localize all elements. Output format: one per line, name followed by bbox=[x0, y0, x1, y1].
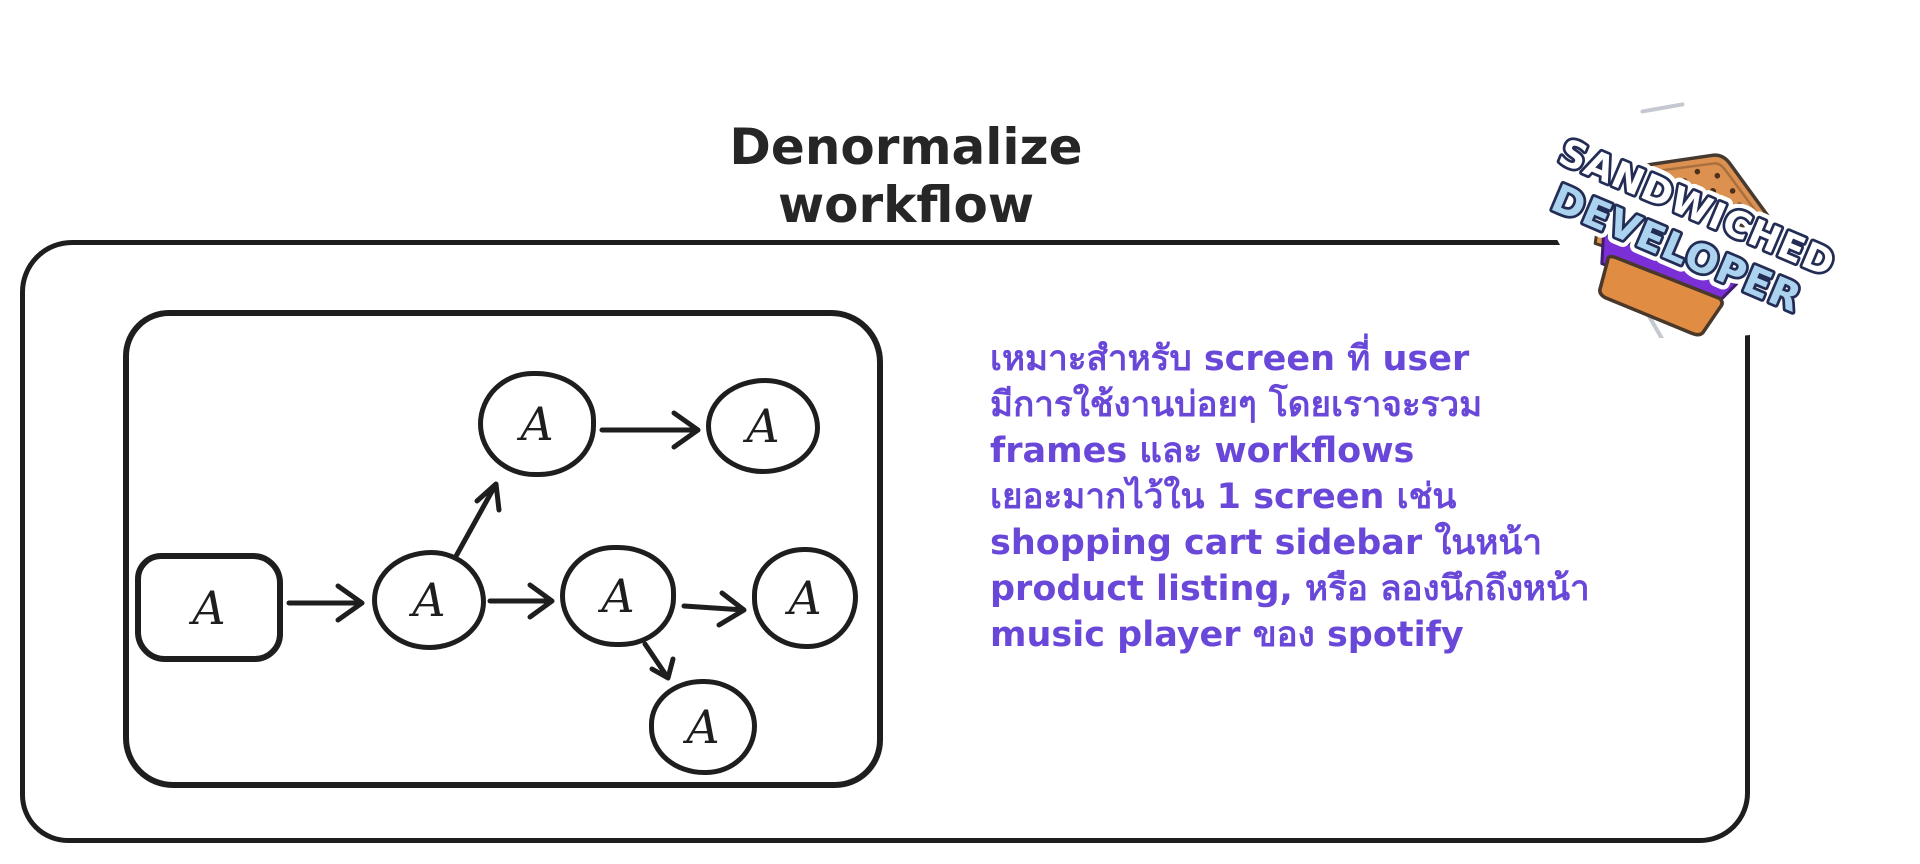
node-start-label: A bbox=[192, 580, 226, 635]
toothpick-icon bbox=[1640, 102, 1786, 338]
node-flow-2-label: A bbox=[601, 569, 635, 623]
node-flow-1: A bbox=[372, 550, 486, 650]
note-line-6: product listing, หรือ ลองนึกถึงหน้า bbox=[990, 569, 1590, 609]
sandwiched-developer-logo: SANDWICHED DEVELOPER SANDWICHED DEVELOPE… bbox=[1545, 102, 1845, 338]
node-start: A bbox=[135, 553, 283, 662]
annotation-note: เหมาะสำหรับ screen ที่ user มีการใช้งานบ… bbox=[990, 336, 1610, 658]
node-flow-3-label: A bbox=[788, 571, 822, 625]
note-line-5: shopping cart sidebar ในหน้า bbox=[990, 523, 1543, 563]
node-branch-top-1: A bbox=[478, 371, 596, 477]
note-line-4: เยอะมากไว้ใน 1 screen เช่น bbox=[990, 477, 1457, 517]
node-branch-bottom: A bbox=[649, 679, 757, 775]
node-flow-1-label: A bbox=[412, 573, 446, 627]
note-line-3: frames และ workflows bbox=[990, 431, 1415, 471]
sandwich-filling-icon bbox=[1593, 211, 1739, 337]
top-bread-icon bbox=[1637, 153, 1775, 234]
node-branch-top-1-label: A bbox=[520, 397, 554, 451]
node-flow-3: A bbox=[752, 547, 858, 649]
node-branch-top-2: A bbox=[706, 378, 820, 474]
node-branch-top-2-label: A bbox=[746, 399, 780, 453]
page-title: Denormalize workflow bbox=[729, 118, 1083, 234]
note-line-2: มีการใช้งานบ่อยๆ โดยเราจะรวม bbox=[990, 385, 1483, 425]
node-branch-bottom-label: A bbox=[686, 700, 720, 754]
outer-frame bbox=[20, 240, 1750, 843]
note-line-1: เหมาะสำหรับ screen ที่ user bbox=[990, 339, 1470, 379]
node-flow-2: A bbox=[560, 545, 676, 647]
note-line-7: music player ของ spotify bbox=[990, 615, 1464, 655]
